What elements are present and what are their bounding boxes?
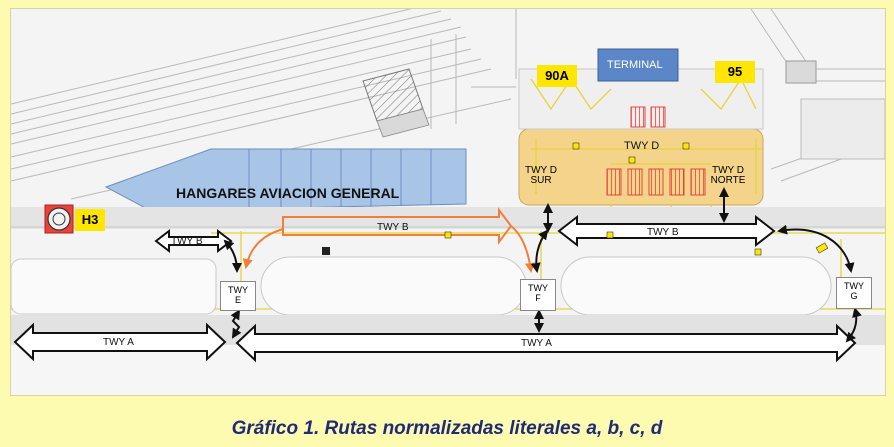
orange-curve-e — [242, 228, 284, 269]
twy-a-right-label: TWY A — [521, 338, 552, 349]
twy-d-label: TWY D — [624, 140, 660, 152]
orange-curve-f — [510, 225, 535, 273]
twy-d-sur-label: TWY D SUR — [520, 163, 562, 193]
twy-b-right-label: TWY B — [647, 227, 679, 238]
aerodrome-map: TERMINAL 90A 95 TWY D TWY D SUR TWY D NO… — [10, 8, 886, 396]
twy-g-line1: TWY — [844, 281, 864, 291]
gate-95-badge: 95 — [715, 61, 755, 83]
infield-island-1 — [260, 256, 527, 316]
h3-badge: H3 — [75, 209, 105, 231]
twy-e-sign: TWY E — [220, 281, 256, 311]
twy-d-sur-line1: TWY D — [524, 165, 558, 176]
twy-f-line2: F — [535, 293, 541, 303]
twy-g-line2: G — [850, 291, 858, 301]
terminal-label: TERMINAL — [607, 59, 663, 71]
twy-f-line1: TWY — [528, 283, 548, 293]
connector-arrows — [223, 187, 862, 343]
twy-d-sur-line2: SUR — [530, 175, 552, 186]
twy-a-right-arrow — [235, 323, 857, 363]
terminal-building — [597, 48, 679, 82]
twy-e-line2: E — [234, 295, 241, 305]
red-stands — [606, 106, 706, 196]
twy-a-left-arrow — [13, 322, 227, 362]
twy-d-norte-line2: NORTE — [710, 175, 746, 186]
twy-b-orange-route — [282, 207, 513, 245]
twy-b-mid-label: TWY B — [377, 222, 409, 233]
infield-island-2 — [560, 256, 832, 316]
twy-d-norte-line1: TWY D — [711, 165, 745, 176]
twy-d-norte-label: TWY D NORTE — [703, 163, 753, 193]
figure-caption: Gráfico 1. Rutas normalizadas literales … — [231, 418, 663, 439]
twy-e-line1: TWY — [228, 285, 248, 295]
twy-f-sign: TWY F — [520, 279, 556, 311]
twy-b-left-label: TWY B — [171, 236, 203, 247]
twy-a-left-label: TWY A — [103, 337, 134, 348]
hangares-label: HANGARES AVIACION GENERAL — [176, 185, 400, 201]
gate-90a-badge: 90A — [537, 65, 577, 87]
twy-g-sign: TWY G — [836, 277, 872, 309]
